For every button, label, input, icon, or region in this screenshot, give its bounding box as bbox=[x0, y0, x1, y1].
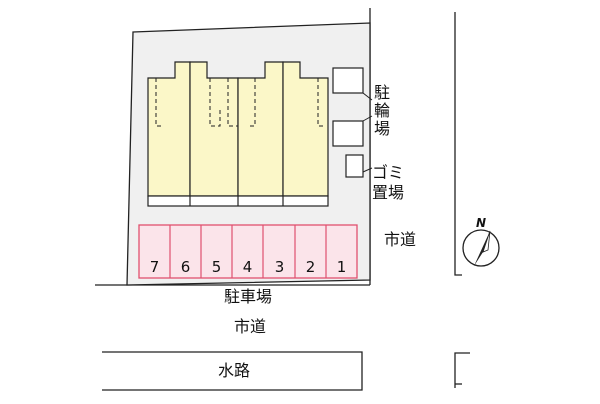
parking-lot bbox=[138, 224, 358, 279]
parking-space-number: 5 bbox=[211, 258, 222, 276]
balcony-line bbox=[248, 78, 256, 127]
leader-line bbox=[362, 92, 373, 101]
garbage-station-label-line1: ゴミ bbox=[372, 163, 405, 182]
bicycle-parking-label: 駐輪場 bbox=[373, 83, 390, 138]
garbage-station-box bbox=[345, 154, 364, 178]
parking-lot-label: 駐車場 bbox=[224, 287, 273, 306]
parking-space-number: 1 bbox=[336, 258, 347, 276]
waterway-outline-right bbox=[454, 352, 470, 388]
building-unit bbox=[147, 61, 191, 197]
balcony-line bbox=[155, 78, 163, 127]
balcony-line bbox=[317, 78, 326, 127]
parking-lot-area bbox=[138, 224, 358, 279]
parking-space-number: 2 bbox=[305, 258, 316, 276]
parking-space-number: 6 bbox=[180, 258, 191, 276]
balcony-line bbox=[227, 78, 238, 127]
parking-space-number: 7 bbox=[149, 258, 160, 276]
apartment-building bbox=[147, 61, 329, 207]
north-arrow-icon bbox=[462, 229, 500, 267]
north-label: N bbox=[476, 216, 487, 230]
building-unit bbox=[282, 61, 329, 197]
bicycle-parking-box bbox=[332, 67, 364, 94]
waterway-label: 水路 bbox=[218, 361, 251, 380]
garbage-station-label-line2: 置場 bbox=[372, 183, 405, 202]
building-unit bbox=[189, 61, 239, 197]
parking-space-number: 3 bbox=[274, 258, 285, 276]
leader-line bbox=[362, 115, 373, 122]
parking-space-number: 4 bbox=[242, 258, 253, 276]
waterway-outline bbox=[102, 351, 363, 391]
city-road-label-right: 市道 bbox=[384, 230, 417, 249]
building-unit bbox=[237, 61, 284, 197]
road-edge-line bbox=[454, 12, 462, 276]
bicycle-parking-box bbox=[332, 120, 364, 147]
balcony-line bbox=[209, 78, 221, 127]
city-road-label-bottom: 市道 bbox=[234, 317, 267, 336]
leader-line bbox=[362, 167, 373, 173]
